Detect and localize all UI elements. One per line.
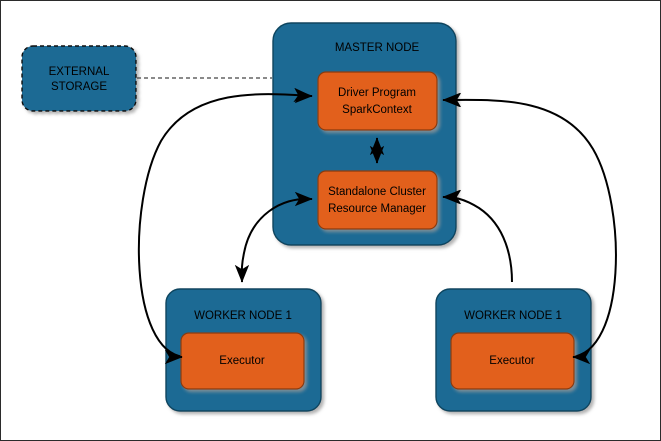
external-storage-box[interactable] [21,45,137,112]
edge-driver-to-right-executor [443,92,617,358]
external-storage-label-line2: STORAGE [51,81,107,93]
worker-node-left-label: WORKER NODE 1 [194,310,292,322]
external-storage-node[interactable] [21,45,137,112]
master-node-label: MASTER NODE [335,42,420,54]
resource-manager-label-line1: Standalone Cluster [328,186,426,198]
driver-program-component[interactable] [317,71,438,131]
resource-manager-label-line2: Resource Manager [328,203,426,215]
edge-rm-to-left-worker [234,197,312,283]
driver-program-box[interactable] [317,71,438,131]
executor-right-label: Executor [489,355,535,367]
driver-program-label-line1: Driver Program [338,87,416,99]
edge-left-executor-to-driver [137,87,312,358]
driver-program-label-line2: SparkContext [342,104,412,116]
executor-left-label: Executor [219,355,265,367]
resource-manager-box[interactable] [317,170,438,230]
resource-manager-component[interactable] [317,170,438,230]
worker-node-right-label: WORKER NODE 1 [464,310,562,322]
external-storage-label-line1: EXTERNAL [49,66,110,78]
